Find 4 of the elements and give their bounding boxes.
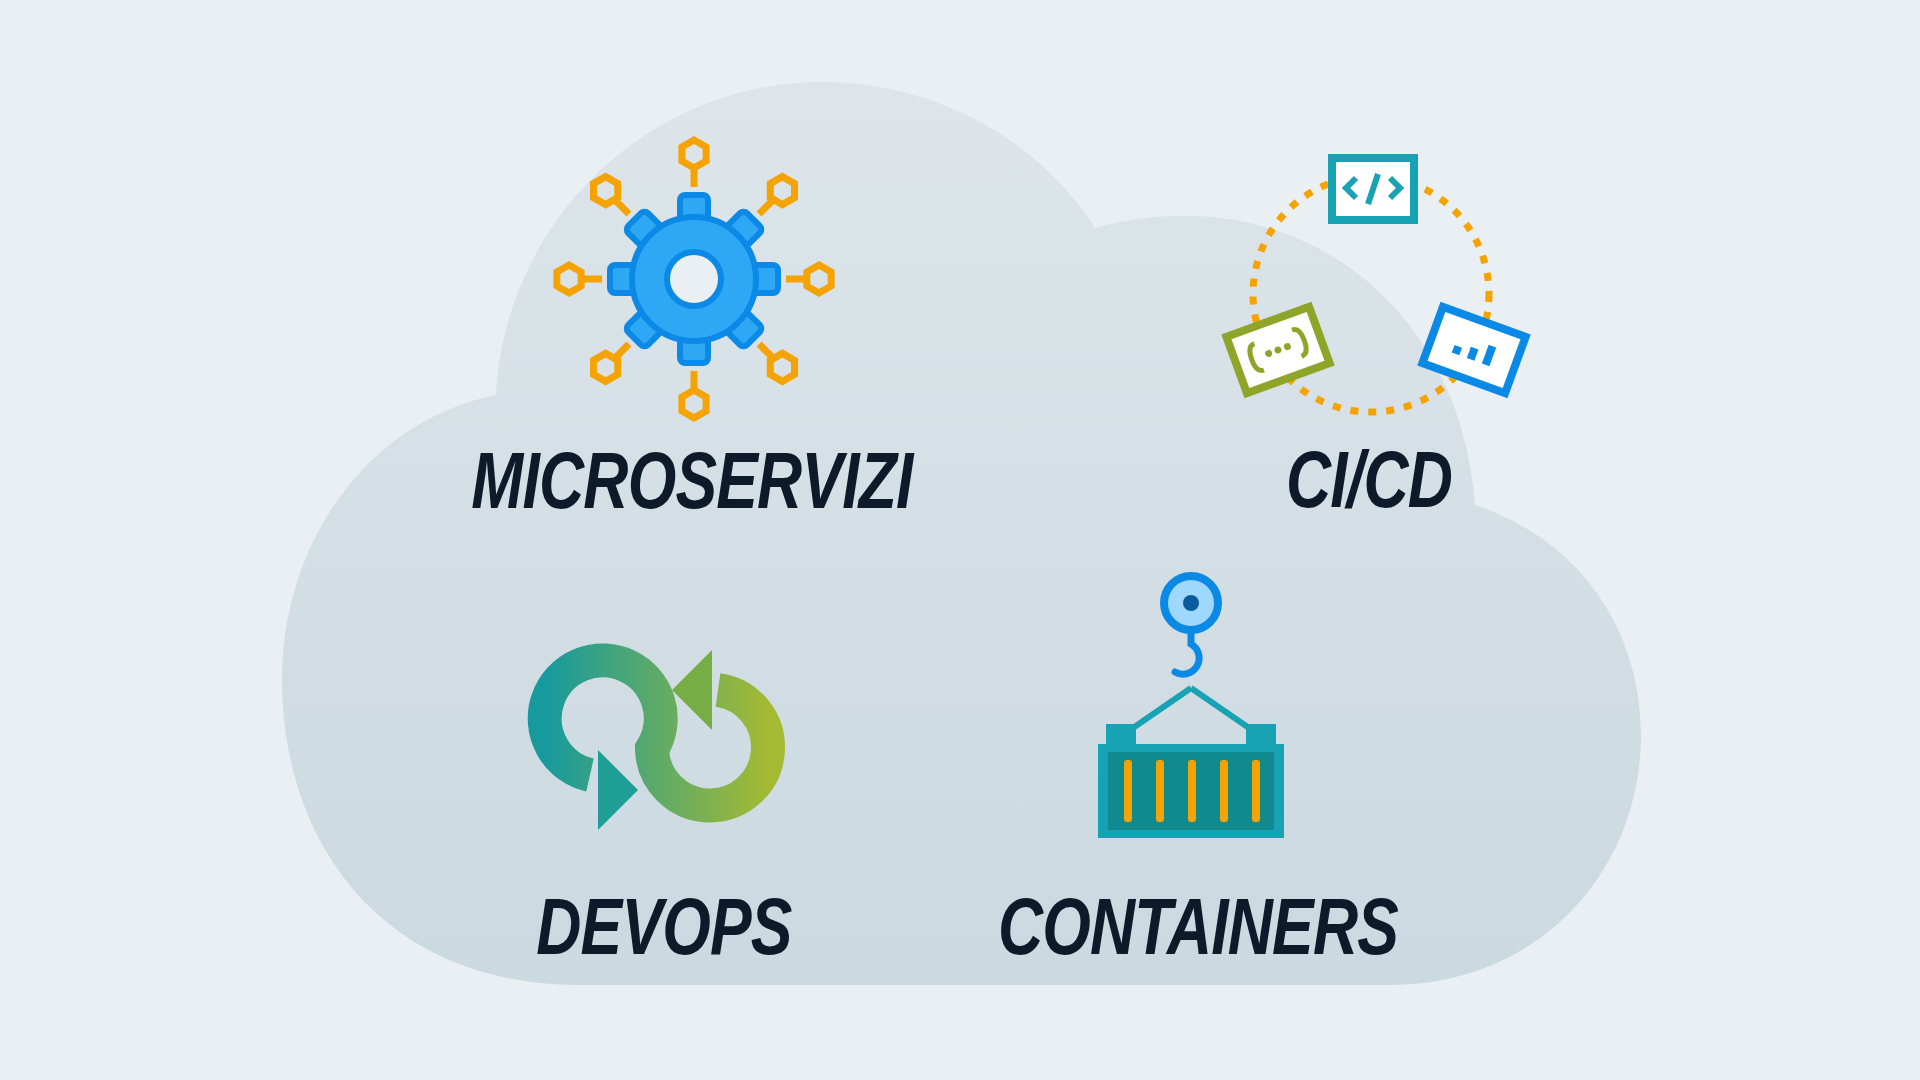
section-title: MICROSERVIZI — [471, 441, 913, 521]
section-title: DEVOPS — [536, 887, 792, 967]
section-title: CI/CD — [1286, 440, 1452, 520]
section-title: CONTAINERS — [997, 887, 1399, 967]
